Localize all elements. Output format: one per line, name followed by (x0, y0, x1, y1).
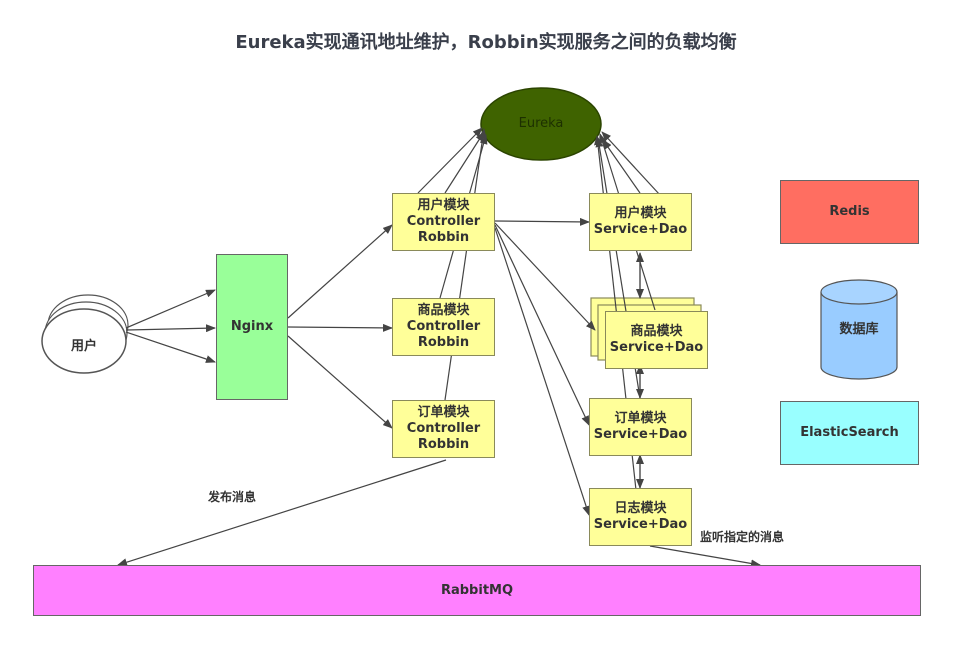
database-node: 数据库 (839, 322, 879, 337)
database-shape (820, 279, 898, 380)
redis-node: Redis (780, 180, 919, 244)
nginx-node: Nginx (216, 254, 288, 400)
diagram-title: Eureka实现通讯地址维护，Robbin实现服务之间的负载均衡 (235, 32, 737, 53)
order-controller-node: 订单模块 Controller Robbin (392, 400, 495, 458)
rabbitmq-node: RabbitMQ (33, 565, 921, 616)
eureka-node: Eureka (518, 116, 564, 131)
goods-controller-node: 商品模块 Controller Robbin (392, 298, 495, 356)
user-service-node: 用户模块 Service+Dao (589, 193, 692, 251)
elasticsearch-node: ElasticSearch (780, 401, 919, 465)
eureka-node-shape (480, 87, 602, 161)
user-controller-node: 用户模块 Controller Robbin (392, 193, 495, 251)
listen-message-label: 监听指定的消息 (700, 530, 785, 544)
user-node: 用户 (70, 339, 97, 354)
publish-message-label: 发布消息 (208, 490, 257, 504)
order-service-node: 订单模块 Service+Dao (589, 398, 692, 456)
user-shape (41, 294, 129, 374)
goods-service-node: 商品模块 Service+Dao (605, 311, 708, 369)
log-service-node: 日志模块 Service+Dao (589, 488, 692, 546)
